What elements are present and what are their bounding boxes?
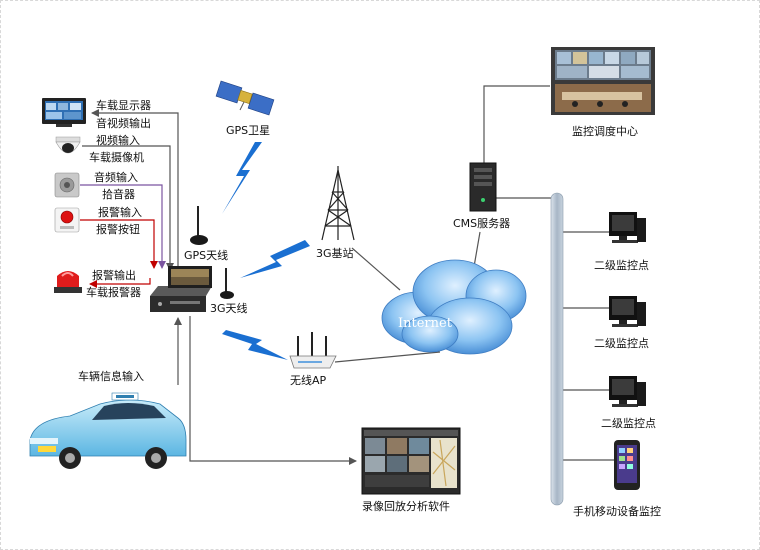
- label-sub-monitor-1: 二级监控点: [594, 259, 649, 272]
- label-mobile-monitoring: 手机移动设备监控: [573, 505, 661, 518]
- label-vehicle-info-input: 车辆信息输入: [78, 370, 144, 383]
- label-sub-monitor-2: 二级监控点: [594, 337, 649, 350]
- gps-satellite-icon: [215, 80, 275, 116]
- network-bus: [550, 192, 564, 506]
- label-wireless-ap: 无线AP: [290, 374, 327, 387]
- label-monitor-center: 监控调度中心: [572, 125, 638, 138]
- vehicle-dvr-icon: [150, 266, 212, 312]
- mobile-phone-icon: [614, 440, 640, 490]
- playback-software-icon: [361, 427, 461, 495]
- label-cms-server: CMS服务器: [453, 217, 511, 230]
- lightning-bolt: [222, 142, 262, 214]
- base-station-tower-icon: [321, 166, 355, 241]
- label-vehicle-monitor: 车载显示器: [96, 99, 151, 112]
- label-gps-satellite: GPS卫星: [226, 124, 271, 137]
- microphone-icon: [54, 172, 80, 198]
- lightning-bolt: [222, 330, 288, 360]
- label-sub-monitor-3: 二级监控点: [601, 417, 656, 430]
- antenna-3g-icon: [220, 268, 234, 299]
- label-audio-input: 音频输入: [94, 171, 138, 184]
- label-internet: Internet: [398, 316, 452, 331]
- sub-monitor-pc-icon-1: [609, 212, 646, 243]
- wireless-links: [222, 142, 310, 360]
- internet-cloud-icon: [381, 259, 527, 355]
- label-vehicle-camera: 车载摄像机: [89, 151, 144, 164]
- alarm-siren-icon: [54, 271, 82, 293]
- wireless-ap-icon: [289, 332, 337, 369]
- network-lines: [334, 85, 614, 461]
- label-3g-antenna: 3G天线: [210, 302, 248, 315]
- lightning-bolt: [240, 240, 310, 278]
- cms-server-icon: [469, 162, 497, 212]
- peripheral-lines: [80, 109, 357, 465]
- gps-antenna-icon: [190, 206, 208, 245]
- label-vehicle-alarm: 车载报警器: [86, 286, 141, 299]
- sub-monitor-pc-icon-3: [609, 376, 646, 407]
- label-microphone: 拾音器: [102, 188, 135, 201]
- monitoring-center-icon: [551, 47, 655, 115]
- label-alarm-button: 报警按钮: [96, 223, 140, 236]
- sub-monitor-pc-icon-2: [609, 296, 646, 327]
- label-3g-base-station: 3G基站: [316, 247, 354, 260]
- vehicle-monitor-icon: [42, 98, 86, 127]
- label-av-output: 音视频输出: [96, 117, 151, 130]
- label-gps-antenna: GPS天线: [184, 249, 229, 262]
- dome-camera-icon: [55, 136, 81, 154]
- label-playback-software: 录像回放分析软件: [362, 500, 450, 513]
- label-alarm-input: 报警输入: [98, 206, 142, 219]
- alarm-button-icon: [54, 207, 80, 233]
- label-video-input: 视频输入: [96, 134, 140, 147]
- label-alarm-output: 报警输出: [92, 269, 136, 282]
- taxi-car-icon: [29, 392, 187, 469]
